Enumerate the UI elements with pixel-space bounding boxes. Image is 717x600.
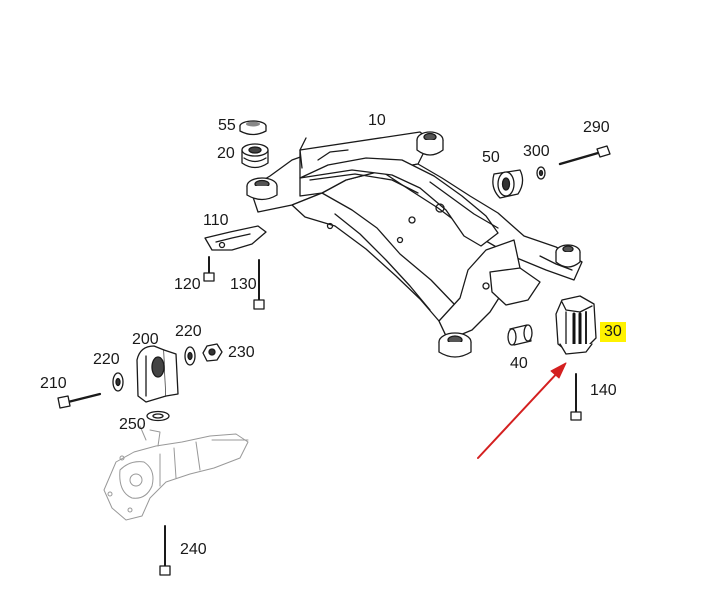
label-part-240: 240 (180, 541, 207, 558)
label-part-130: 130 (230, 276, 257, 293)
label-part-40: 40 (510, 355, 528, 372)
part-20-bushing (241, 143, 269, 169)
label-part-20: 20 (217, 145, 235, 162)
rear-subframe (249, 131, 583, 358)
bolt-290 (558, 145, 611, 166)
part-50-bushing (492, 169, 524, 199)
label-part-200: 200 (132, 331, 159, 348)
bolt-210 (57, 392, 102, 409)
part-300-washer (536, 166, 546, 180)
label-part-290: 290 (583, 119, 610, 136)
label-part-140: 140 (590, 382, 617, 399)
label-part-120: 120 (174, 276, 201, 293)
part-30-mount (555, 295, 597, 355)
bolt-140 (570, 373, 582, 421)
label-part-210: 210 (40, 375, 67, 392)
label-part-220-right: 220 (175, 323, 202, 340)
part-55-cap (239, 120, 267, 136)
part-40-sleeve (507, 324, 533, 346)
part-220-washer-right (184, 346, 196, 366)
label-part-10: 10 (368, 112, 386, 129)
part-110-bracket (204, 225, 267, 251)
label-part-30: 30 (600, 322, 626, 342)
differential-housing (103, 425, 249, 521)
part-200-diff-mount (136, 345, 179, 403)
subframe-left-mount (246, 177, 278, 201)
label-part-55: 55 (218, 117, 236, 134)
label-part-220-left: 220 (93, 351, 120, 368)
part-230-nut (202, 343, 223, 362)
part-220-washer-left (112, 372, 124, 392)
label-part-50: 50 (482, 149, 500, 166)
label-part-300: 300 (523, 143, 550, 160)
label-part-230: 230 (228, 344, 255, 361)
red-pointer-arrow (477, 362, 567, 459)
label-part-250: 250 (119, 416, 146, 433)
label-part-110: 110 (203, 212, 229, 229)
bolt-120 (203, 256, 215, 282)
bolt-130 (253, 259, 265, 310)
bolt-240 (159, 525, 171, 576)
part-250-ring (146, 410, 170, 422)
